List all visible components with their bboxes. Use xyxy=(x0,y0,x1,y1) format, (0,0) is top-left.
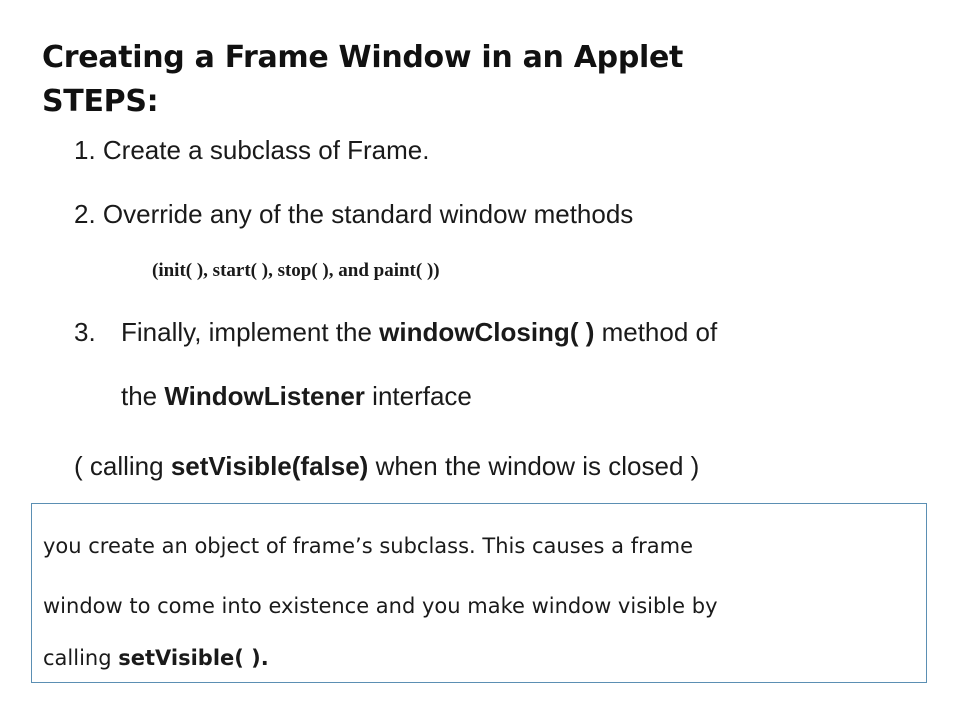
title-line-2: STEPS: xyxy=(42,84,159,119)
step-4-text-after: when the window is closed ) xyxy=(368,451,700,481)
step-3-cont-after: interface xyxy=(364,381,472,411)
step-3-cont-before: the xyxy=(121,381,165,411)
step-3-interface-name: WindowListener xyxy=(164,381,365,411)
title-line-1: Creating a Frame Window in an Applet xyxy=(42,40,684,75)
step-4-text-before: ( calling xyxy=(74,451,171,481)
note-line-3-before: calling xyxy=(43,646,119,670)
step-3-number: 3. xyxy=(74,317,96,347)
note-line-1: you create an object of frame’s subclass… xyxy=(43,534,693,558)
step-4: ( calling setVisible(false) when the win… xyxy=(74,450,699,482)
step-2: 2. Override any of the standard window m… xyxy=(74,199,634,229)
note-box: you create an object of frame’s subclass… xyxy=(31,503,927,683)
slide-title: Creating a Frame Window in an Applet STE… xyxy=(42,36,683,124)
step-2-methods: (init( ), start( ), stop( ), and paint( … xyxy=(152,260,440,281)
step-3-text-before: Finally, implement the xyxy=(121,317,380,347)
step-1: 1. Create a subclass of Frame. xyxy=(74,135,430,165)
note-line-3: calling setVisible( ). xyxy=(43,644,269,672)
note-line-3-method: setVisible( ). xyxy=(118,646,269,670)
step-3-text-after: method of xyxy=(594,317,718,347)
step-3-method-name: windowClosing( ) xyxy=(379,317,595,347)
step-3: Finally, implement the windowClosing( ) … xyxy=(121,316,717,348)
step-4-method-call: setVisible(false) xyxy=(170,451,369,481)
note-line-2: window to come into existence and you ma… xyxy=(43,594,718,618)
step-3-continuation: the WindowListener interface xyxy=(121,380,472,412)
